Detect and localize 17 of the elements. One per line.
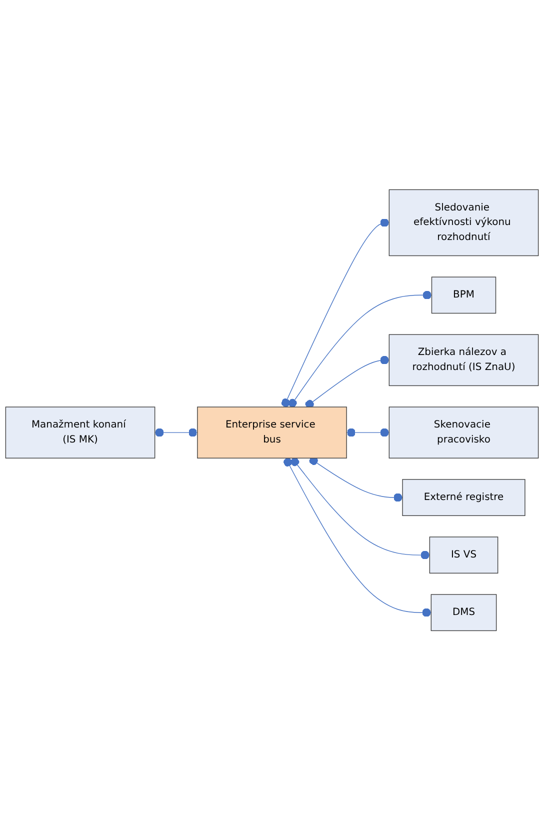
node-box: IS VS — [429, 536, 498, 574]
node-box: Skenovacie pracovisko — [388, 406, 539, 459]
node-box: Enterprise service bus — [197, 406, 347, 459]
connector — [154, 428, 198, 438]
connector — [305, 356, 390, 409]
node-box: Externé registre — [402, 479, 526, 516]
connector — [288, 291, 432, 408]
node-box: BPM — [431, 277, 496, 314]
connector — [284, 458, 432, 618]
node-box: Zbierka nálezov a rozhodnutí (IS ZnaU) — [388, 334, 539, 386]
node-box: Manažment konaní (IS MK) — [5, 406, 156, 459]
connector — [290, 458, 430, 560]
connector — [281, 218, 390, 408]
node-box: DMS — [430, 594, 497, 632]
node-box: Sledovanie efektívnosti výkonu rozhodnutí — [388, 190, 539, 256]
connector — [309, 456, 403, 502]
connector — [346, 428, 390, 438]
